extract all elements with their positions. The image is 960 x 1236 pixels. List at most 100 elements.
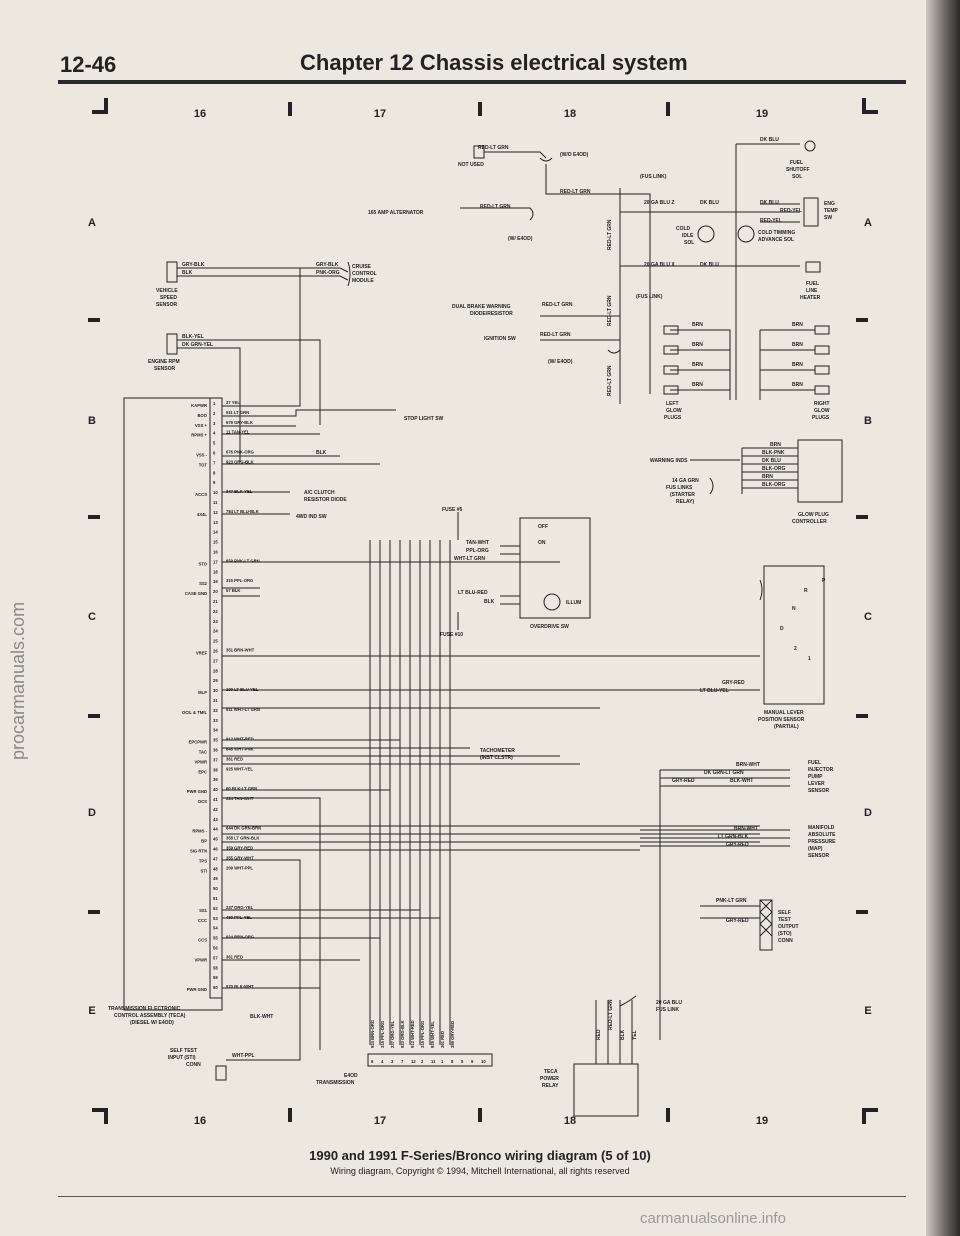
lever-d: D — [780, 626, 784, 632]
cold-idle-1: COLD — [676, 226, 691, 232]
wire-blk-wht: BLK-WHT — [730, 778, 753, 784]
teca-pin-number: 14 — [213, 530, 218, 535]
fuse5: FUSE #5 — [442, 507, 463, 513]
teca-pin-number: 41 — [213, 797, 218, 802]
glow-controller — [690, 439, 843, 503]
teca-pin-number: 18 — [213, 569, 218, 574]
teca-pin-wire: 924 BRN-ORG — [226, 935, 254, 940]
teca-pin-number: 7 — [213, 460, 216, 465]
teca-pin-wire: 351 BRN-WHT — [226, 648, 255, 653]
teca-pin-number: 39 — [213, 777, 218, 782]
dual-brake-2: DIODE/RESISTOR — [470, 311, 513, 317]
vert-red-lt-grn-1: RED-LT GRN — [607, 219, 613, 250]
wire-dk-grn-yel: DK GRN-YEL — [182, 342, 213, 348]
wire-brn-gc2: BRN — [762, 474, 773, 480]
glow-plugs — [663, 325, 830, 400]
w-e4od-label: (W/ E4OD) — [508, 236, 533, 242]
cold-timing-2: ADVANCE SOL — [758, 237, 794, 243]
wire-red-lt-grn-5: RED-LT GRN — [540, 332, 571, 338]
wire-brn-l2: BRN — [692, 342, 703, 348]
teca-pin-number: 10 — [213, 490, 218, 495]
ga14-3: (STARTER — [670, 492, 695, 498]
teca-pin-wire: 37 YEL — [226, 400, 240, 405]
right-glow-3: PLUGS — [812, 415, 830, 421]
teca-pin-wire: 359 GRY-RED — [226, 846, 253, 851]
col-19-top: 19 — [756, 108, 768, 120]
teca-pin-number: 53 — [213, 916, 218, 921]
teca-pin-number: 36 — [213, 748, 218, 753]
teca-pin-number: 24 — [213, 629, 218, 634]
sti-3: CONN — [186, 1062, 201, 1068]
wire-red-lt-grn-3: RED-LT GRN — [480, 204, 511, 210]
cruise-2: CONTROL — [352, 271, 377, 277]
overdrive-switch — [457, 512, 591, 630]
vert-red: RED — [596, 1029, 602, 1040]
teca-pin-number: 6 — [213, 451, 216, 456]
eng-temp-3: SW — [824, 215, 832, 221]
teca-pin-number: 8 — [213, 470, 216, 475]
wire-blk-1: BLK — [182, 270, 193, 276]
cruise-3: MODULE — [352, 278, 374, 284]
teca-pin-number: 33 — [213, 718, 218, 723]
relay-2: POWER — [540, 1076, 559, 1082]
teca-pin-number: 57 — [213, 955, 218, 960]
watermark-bottom: carmanualsonline.info — [640, 1210, 786, 1227]
teca-pin-number: 40 — [213, 787, 218, 792]
teca-relay — [215, 995, 639, 1117]
teca-pin-name: VSS + — [195, 423, 208, 428]
wire-gry-blk-2: GRY-BLK — [316, 262, 339, 268]
teca-pin-wire: 912 WHT-RED — [226, 737, 254, 742]
tacho-2: (INST CLSTR) — [480, 755, 513, 761]
row-a-left: A — [88, 217, 96, 229]
teca-pin-number: 46 — [213, 847, 218, 852]
teca-pin-wire: 355 GRY-WHT — [226, 855, 254, 860]
wire-gry-red-4: GRY-RED — [726, 918, 749, 924]
watermark-left-box: procarmanuals.com — [2, 500, 32, 800]
e4od-pin-number: 3 — [391, 1059, 394, 1064]
teca-pin-name: SS1 — [199, 908, 208, 913]
vert-red-lt-grn-3: RED-LT GRN — [607, 365, 613, 396]
teca-pin-number: 38 — [213, 767, 218, 772]
wire-red-lt-grn-1: RED-LT GRN — [478, 145, 509, 151]
manual-lever-2: POSITION SENSOR — [758, 717, 805, 723]
ac-clutch-1: A/C CLUTCH — [304, 490, 335, 496]
teca-pin-number: 52 — [213, 906, 218, 911]
teca-pin-wire: 570 BLK-WHT — [226, 984, 254, 989]
teca-pin-number: 54 — [213, 926, 218, 931]
teca-pin-wire: 199 LT BLU-YEL — [226, 687, 259, 692]
wire-red-lt-grn-4: RED-LT GRN — [542, 302, 573, 308]
wire-brn-r3: BRN — [792, 362, 803, 368]
od-off: OFF — [538, 524, 548, 530]
vss-sensor-3: SENSOR — [156, 302, 178, 308]
wire-dk-blu-2: DK BLU — [700, 262, 719, 268]
wire-red-yel-2: RED-YEL — [760, 218, 782, 224]
wire-brn-wht-1: BRN-WHT — [736, 762, 760, 768]
sti-2: INPUT (STI) — [168, 1055, 196, 1061]
teca-pin-number: 12 — [213, 510, 218, 515]
vert-red-lt-grn-2: RED-LT GRN — [607, 295, 613, 326]
teca-pin-wire: 347 BLK-YEL — [226, 489, 253, 494]
wire-wht-ppl: WHT-PPL — [232, 1053, 255, 1059]
caption-copyright: Wiring diagram, Copyright © 1994, Mitche… — [330, 1166, 630, 1176]
teca-pin-number: 9 — [213, 480, 216, 485]
caption-title: 1990 and 1991 F-Series/Bronco wiring dia… — [309, 1148, 651, 1163]
teca-pin-number: 1 — [213, 401, 216, 406]
e4od-pin-number: 12 — [411, 1059, 416, 1064]
teca-pin-number: 49 — [213, 876, 218, 881]
col-17-bot: 17 — [374, 1115, 386, 1127]
teca-pin-number: 34 — [213, 728, 218, 733]
wire-lt-blu-red: LT BLU-RED — [458, 590, 488, 596]
teca-pin-wire: 511 LT GRN — [226, 410, 249, 415]
teca-pin-wire: 911 WHT-LT GRN — [226, 707, 260, 712]
e4od-wire-label: 361 RED — [440, 1031, 445, 1048]
e4od-pin-number: 4 — [381, 1059, 384, 1064]
wire-brn-r1: BRN — [792, 322, 803, 328]
row-c-right: C — [864, 611, 872, 623]
teca-pin-number: 23 — [213, 619, 218, 624]
left-glow-2: GLOW — [666, 408, 682, 414]
teca-pin-number: 28 — [213, 668, 218, 673]
page-number: 12-46 — [60, 52, 117, 77]
teca-pin-number: 45 — [213, 837, 218, 842]
fus-link-2: (FUS LINK) — [636, 294, 663, 300]
map-2: ABSOLUTE — [808, 832, 836, 838]
